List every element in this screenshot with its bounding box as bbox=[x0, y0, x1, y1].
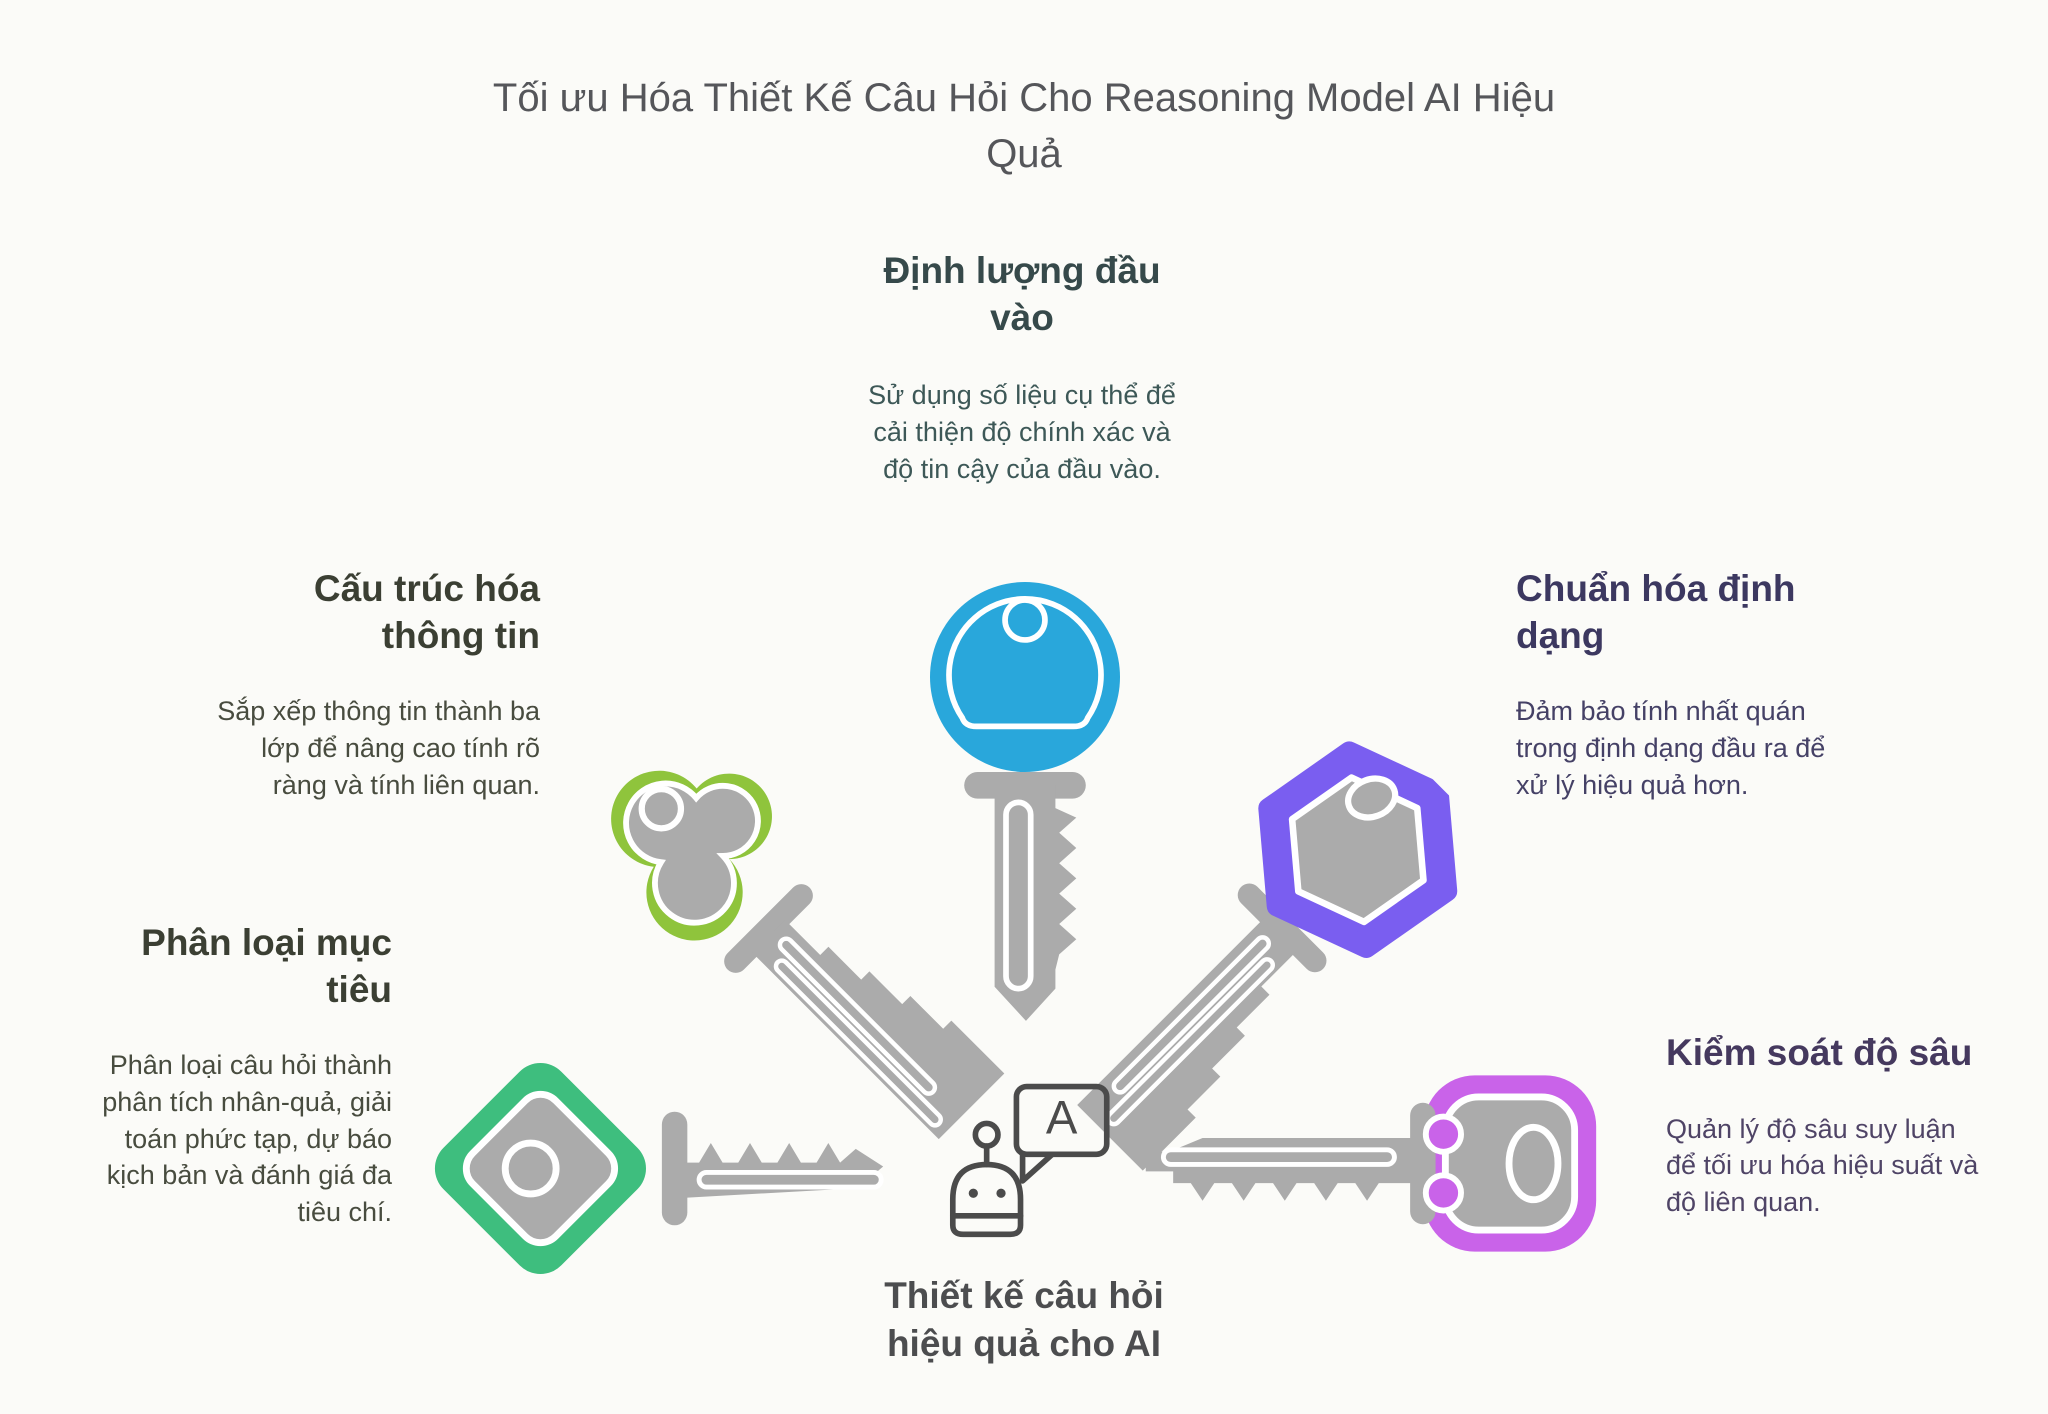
section-quantify-input: Định lượng đầu vào Sử dụng số liệu cụ th… bbox=[772, 248, 1272, 487]
robot-chat-icon: A bbox=[949, 1083, 1110, 1238]
section-heading: Cấu trúc hóa thông tin bbox=[313, 568, 540, 656]
section-control-depth: Kiểm soát độ sâu Quản lý độ sâu suy luận… bbox=[1666, 1030, 2046, 1221]
key-icon-circle-blue bbox=[930, 582, 1120, 1021]
key-icon-diamond-emerald bbox=[434, 1062, 884, 1275]
key-head-notch bbox=[1422, 1172, 1464, 1214]
key-icon-hexagon-violet bbox=[1077, 741, 1458, 1171]
section-body: Phân loại câu hỏi thành phân tích nhân-q… bbox=[102, 1050, 392, 1228]
section-body: Đảm bảo tính nhất quán trong định dạng đ… bbox=[1516, 696, 1826, 800]
page-title: Tối ưu Hóa Thiết Kế Câu Hỏi Cho Reasonin… bbox=[492, 76, 1556, 176]
key-shaft bbox=[623, 780, 1005, 1140]
section-heading: Chuẩn hóa định dạng bbox=[1516, 568, 1796, 656]
speech-bubble-tail bbox=[1019, 1151, 1056, 1184]
section-structure-info: Cấu trúc hóa thông tin Sắp xếp thông tin… bbox=[148, 566, 540, 803]
center-label-text: Thiết kế câu hỏi hiệu quả cho AI bbox=[884, 1275, 1164, 1365]
key-hole bbox=[1505, 1123, 1562, 1204]
speech-bubble bbox=[1013, 1083, 1110, 1158]
section-body: Sử dụng số liệu cụ thể để cải thiện độ c… bbox=[868, 380, 1176, 484]
key-head-inner bbox=[1288, 774, 1427, 926]
bubble-letter: A bbox=[1046, 1092, 1078, 1145]
section-body: Sắp xếp thông tin thành ba lớp để nâng c… bbox=[217, 696, 540, 800]
section-classify-goals: Phân loại mục tiêu Phân loại câu hỏi thà… bbox=[40, 920, 392, 1231]
robot-eye bbox=[968, 1188, 978, 1198]
section-heading: Phân loại mục tiêu bbox=[141, 922, 392, 1010]
key-head-ring bbox=[946, 596, 1104, 730]
key-head-notch bbox=[1422, 1113, 1464, 1155]
key-shaft bbox=[462, 1090, 884, 1247]
key-shaft bbox=[1077, 883, 1327, 1171]
robot-eye bbox=[996, 1188, 1006, 1198]
key-hole bbox=[638, 785, 685, 832]
section-heading: Định lượng đầu vào bbox=[883, 250, 1161, 338]
robot-antenna bbox=[972, 1120, 1001, 1149]
section-standardize-format: Chuẩn hóa định dạng Đảm bảo tính nhất qu… bbox=[1516, 566, 1946, 803]
key-icon-rounded-square-orchid bbox=[1145, 1075, 1597, 1252]
key-shaft bbox=[1145, 1093, 1579, 1234]
robot-head bbox=[949, 1161, 1024, 1238]
key-icon-clover-green bbox=[611, 770, 1005, 1140]
key-shaft bbox=[964, 772, 1086, 1021]
key-hole bbox=[501, 1139, 560, 1198]
key-hole bbox=[1345, 775, 1399, 821]
section-heading: Kiểm soát độ sâu bbox=[1666, 1032, 1973, 1073]
center-label: Thiết kế câu hỏi hiệu quả cho AI bbox=[774, 1272, 1274, 1368]
key-hole bbox=[1002, 597, 1048, 643]
section-body: Quản lý độ sâu suy luận để tối ưu hóa hi… bbox=[1666, 1113, 1979, 1218]
